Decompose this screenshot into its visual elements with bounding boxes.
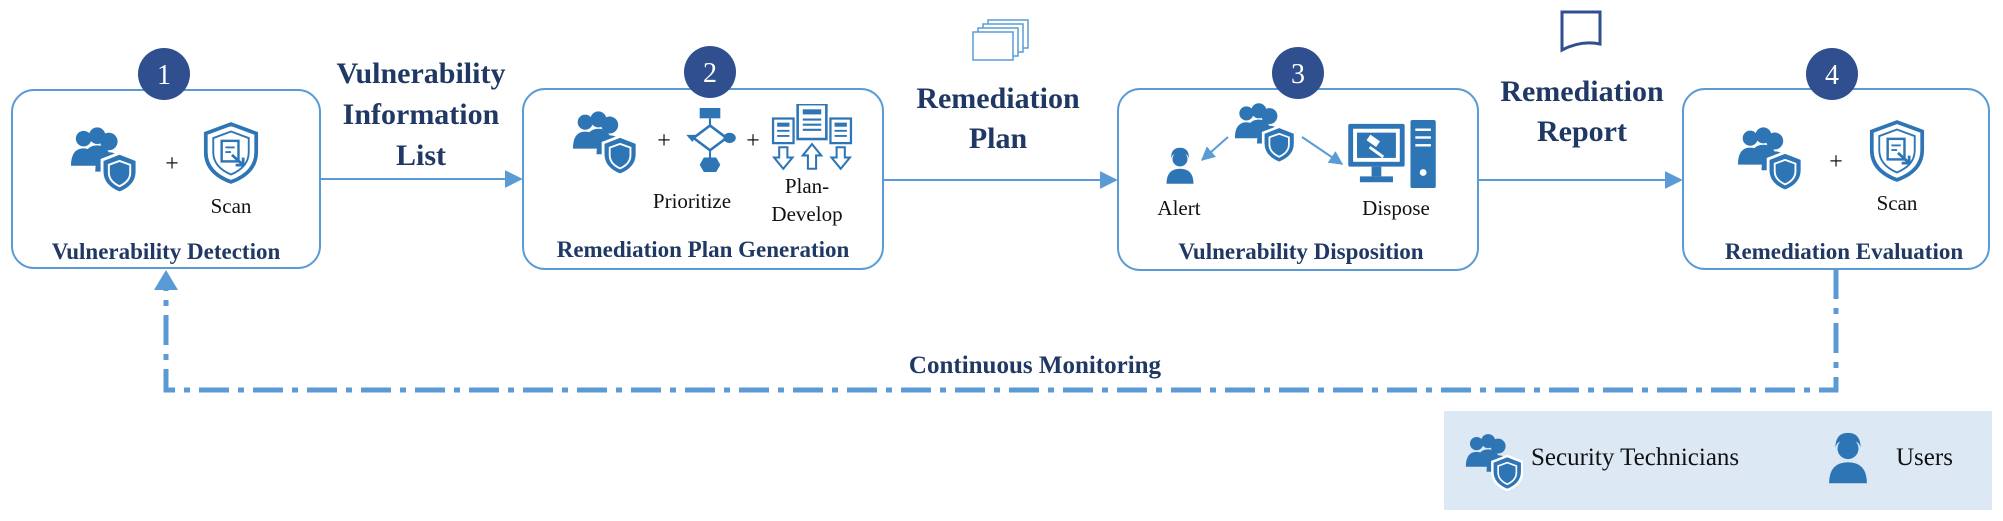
stage-2-plus-2: +	[746, 128, 760, 154]
stage-3-title: Vulnerability Disposition	[1178, 239, 1423, 264]
stage-2-plan-label-line1: Plan-	[785, 174, 829, 198]
legend: Security Technicians Users	[1444, 411, 1992, 510]
legend-background	[1444, 411, 1992, 510]
continuous-monitoring-loop: Continuous Monitoring	[154, 269, 1839, 393]
stage-3-alert-label: Alert	[1157, 196, 1200, 220]
stage-4: 4 + Scan Remediation Evaluation	[1682, 48, 1990, 270]
connector-2-label-line1: Remediation	[916, 82, 1080, 115]
connector-3-label-line2: Report	[1537, 115, 1627, 148]
stage-1-badge	[138, 48, 190, 100]
stage-2-title: Remediation Plan Generation	[557, 237, 850, 262]
stage-2-number: 2	[703, 58, 717, 89]
stage-1-title: Vulnerability Detection	[52, 239, 281, 264]
stage-2-plan-label-line2: Develop	[771, 202, 842, 226]
connector-1-label-line3: List	[396, 139, 446, 172]
connector-1-label-line1: Vulnerability	[337, 57, 506, 90]
stage-4-scan-label: Scan	[1877, 191, 1918, 215]
report-icon	[1560, 10, 1602, 53]
stage-2-badge	[684, 46, 736, 98]
stage-1-scan-label: Scan	[211, 194, 252, 218]
documents-icon	[972, 19, 1029, 61]
stage-4-badge	[1806, 48, 1858, 100]
stage-2: 2 + + Prioritize Plan- Develop Remediati…	[522, 46, 884, 270]
legend-label-security-technicians: Security Technicians	[1531, 444, 1739, 471]
connector-2: Remediation Plan	[883, 19, 1118, 189]
stage-1-number: 1	[157, 60, 171, 91]
stage-1-plus: +	[165, 151, 179, 177]
stage-4-plus: +	[1829, 149, 1843, 175]
computer-icon	[1346, 120, 1438, 190]
scan-icon	[1869, 120, 1925, 182]
connector-2-label-line2: Plan	[969, 122, 1028, 155]
connector-1: Vulnerability Information List	[320, 57, 523, 188]
monitoring-arrow-head	[154, 270, 178, 290]
dispose-arrow	[1301, 136, 1344, 165]
stage-4-number: 4	[1825, 60, 1839, 91]
connector-1-label-line2: Information	[343, 98, 500, 131]
legend-label-users: Users	[1896, 444, 1953, 471]
connector-3-label-line1: Remediation	[1500, 75, 1664, 108]
stage-3: 3 Alert Dispose Vulnerability Dispositio…	[1117, 47, 1479, 271]
stage-3-number: 3	[1291, 59, 1305, 90]
scan-icon	[203, 122, 259, 184]
stage-2-plus-1: +	[657, 128, 671, 154]
stage-4-title: Remediation Evaluation	[1725, 239, 1964, 264]
monitoring-label: Continuous Monitoring	[909, 352, 1162, 379]
stage-2-prioritize-label: Prioritize	[653, 189, 731, 213]
alert-arrow	[1200, 136, 1229, 161]
connector-3: Remediation Report	[1478, 10, 1683, 189]
stage-3-dispose-label: Dispose	[1362, 196, 1430, 220]
stage-1: 1 + Scan Vulnerability Detection	[11, 48, 321, 269]
monitoring-dashed-line	[163, 269, 1839, 393]
stage-3-badge	[1272, 47, 1324, 99]
